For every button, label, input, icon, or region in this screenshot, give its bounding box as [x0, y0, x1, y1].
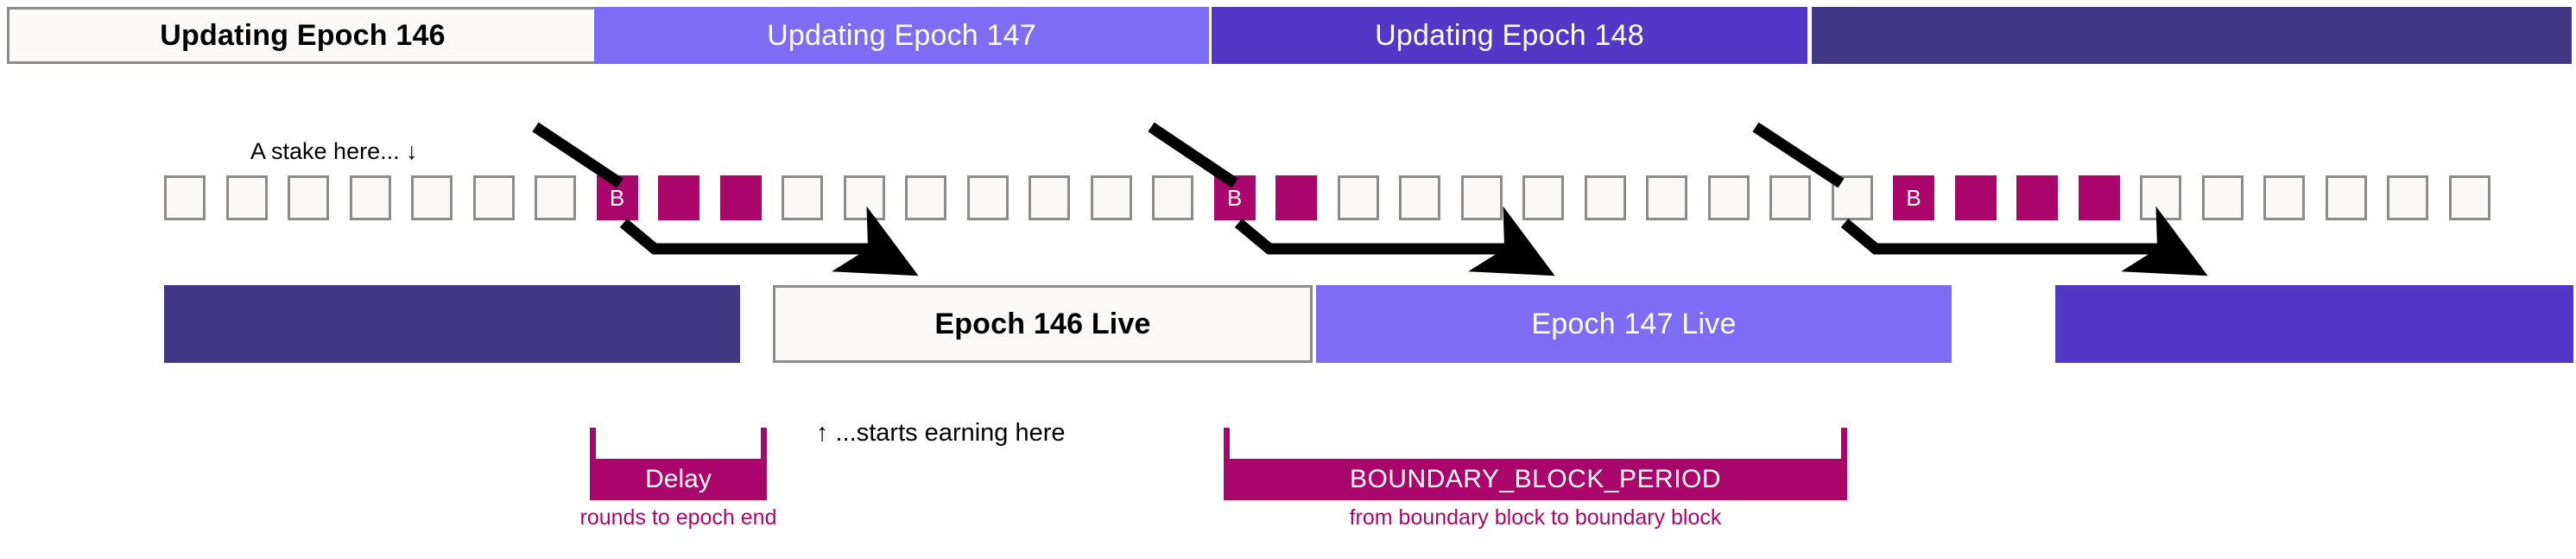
empty-block — [1029, 175, 1070, 220]
filled-block — [2078, 175, 2120, 220]
empty-block — [1584, 175, 1626, 220]
arrow-epoch-147-tail — [1234, 206, 1555, 276]
empty-block — [349, 175, 391, 220]
bbp-bracket-tick-right — [1841, 428, 1847, 464]
empty-block — [2387, 175, 2428, 220]
live-epoch-148-bar — [2055, 285, 2573, 363]
stake-down-arrow-icon: ↓ — [406, 138, 418, 164]
empty-block — [411, 175, 453, 220]
empty-block — [535, 175, 576, 220]
empty-block — [1646, 175, 1687, 220]
updating-epoch-146-bar: Updating Epoch 146 — [7, 7, 598, 64]
empty-block — [1399, 175, 1440, 220]
empty-block — [1090, 175, 1132, 220]
live-epoch-146-bar: Epoch 146 Live — [773, 285, 1313, 363]
empty-block — [164, 175, 206, 220]
live-epoch-147-bar: Epoch 147 Live — [1316, 285, 1952, 363]
filled-block — [1954, 175, 1997, 220]
boundary-block: B — [1893, 175, 1934, 220]
boundary-block: B — [1213, 175, 1256, 220]
empty-block — [2448, 175, 2491, 220]
empty-block — [2140, 175, 2181, 220]
filled-block — [658, 175, 699, 220]
starts-earning-note: ↑ ...starts earning here — [816, 419, 1066, 447]
empty-block — [782, 175, 823, 220]
empty-block — [1769, 175, 1811, 220]
empty-block — [1460, 175, 1503, 220]
empty-block — [1522, 175, 1564, 220]
delay-bracket-sublabel: rounds to epoch end — [579, 505, 777, 530]
empty-block — [225, 175, 268, 220]
filled-block — [2016, 175, 2058, 220]
stake-here-text: A stake here... — [250, 138, 400, 164]
arrow-epoch-148-tail — [1840, 206, 2208, 276]
empty-block — [1152, 175, 1193, 220]
delay-bracket-group: Delay rounds to epoch end — [580, 428, 776, 540]
boundary-block: B — [596, 175, 638, 220]
empty-block — [1831, 175, 1873, 220]
empty-block — [966, 175, 1009, 220]
empty-block — [2201, 175, 2244, 220]
delay-bracket-tick-left — [590, 428, 596, 464]
stake-here-note: A stake here... ↓ — [250, 138, 418, 165]
empty-block — [1337, 175, 1379, 220]
empty-block — [472, 175, 515, 220]
empty-block — [1707, 175, 1750, 220]
boundary-block-period-bracket-group: BOUNDARY_BLOCK_PERIOD from boundary bloc… — [1224, 428, 1847, 540]
empty-block — [2325, 175, 2367, 220]
delay-bracket-tick-right — [761, 428, 767, 464]
filled-block — [719, 175, 762, 220]
empty-block — [2263, 175, 2305, 220]
bbp-bracket-sublabel: from boundary block to boundary block — [1349, 505, 1722, 530]
arrow-epoch-146-tail — [619, 206, 919, 276]
delay-bracket-bar: Delay — [590, 459, 767, 500]
filled-block — [1275, 175, 1317, 220]
empty-block — [843, 175, 885, 220]
updating-epoch-147-bar: Updating Epoch 147 — [594, 7, 1209, 64]
bbp-bracket-bar: BOUNDARY_BLOCK_PERIOD — [1224, 459, 1847, 500]
empty-block — [905, 175, 946, 220]
live-epoch-145-bar — [164, 285, 740, 363]
empty-block — [288, 175, 329, 220]
updating-epoch-148-bar: Updating Epoch 148 — [1212, 7, 1807, 64]
bbp-bracket-tick-left — [1224, 428, 1230, 464]
updating-epoch-149-bar — [1812, 7, 2572, 64]
